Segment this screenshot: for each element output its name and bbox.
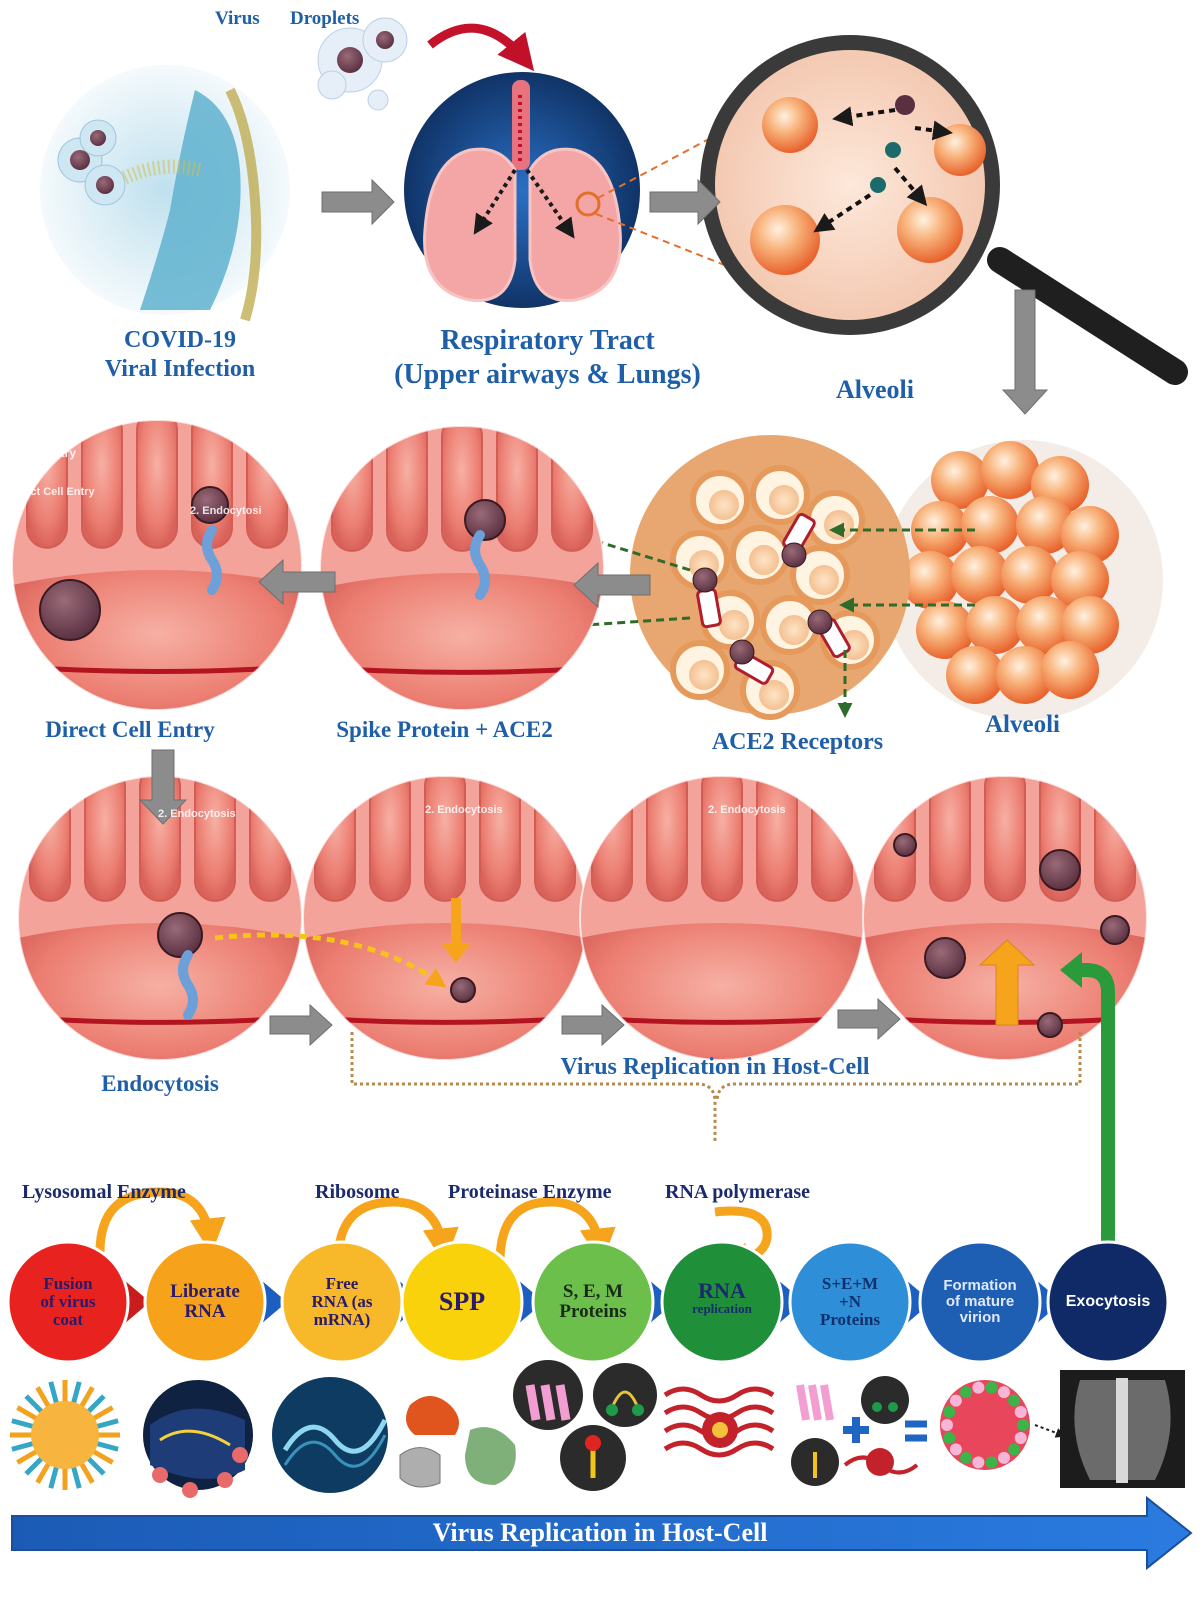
step-label-6-line-1: +N — [790, 1293, 910, 1311]
step-label-1-line-0: Liberate — [145, 1282, 265, 1302]
step-label-3-line-0: SPP — [402, 1288, 522, 1315]
arrow-down-alveoli — [1003, 290, 1047, 414]
step-label-2: FreeRNA (asmRNA) — [282, 1275, 402, 1329]
inhale-arrow — [430, 28, 525, 60]
virus-icon — [465, 500, 505, 540]
mature-virion-icon — [940, 1380, 1062, 1470]
step-label-0-line-1: of virus — [8, 1293, 128, 1311]
inset-text-endo-mid: 2. Endocytosi — [190, 505, 262, 518]
step-label-7-line-2: virion — [920, 1310, 1040, 1326]
arrow-row3-1 — [270, 1005, 332, 1045]
step-label-2-line-1: RNA (as — [282, 1293, 402, 1311]
alveoli-cluster-detail — [883, 440, 1163, 720]
droplets-label-virus: Virus — [215, 8, 260, 31]
step-label-5-line-1: replication — [662, 1302, 782, 1316]
virus-icon — [10, 1380, 120, 1490]
bottom-arrow-label: Virus Replication in Host-Cell — [200, 1517, 1000, 1548]
virus-icon — [1101, 916, 1129, 944]
ribosome-icon — [400, 1396, 516, 1487]
inset-text-row3-1: 2. Endocytosis — [158, 808, 236, 821]
endocytosis-label: Endocytosis — [80, 1070, 240, 1098]
inset-text-direct: rect Cell Entry — [20, 486, 95, 499]
alveolus-8 — [951, 546, 1009, 604]
magnifier-icon — [700, 35, 1175, 372]
respiratory-label: Respiratory Tract (Upper airways & Lungs… — [370, 324, 725, 391]
lung-icon — [404, 72, 640, 308]
rna-replication-icon — [665, 1389, 773, 1455]
virus-cross-section-icon — [143, 1380, 253, 1498]
respiratory-label-line1: Respiratory Tract — [370, 324, 725, 358]
enzyme-proteinase: Proteinase Enzyme — [448, 1180, 612, 1204]
protein-icons — [513, 1360, 657, 1491]
alveolus-4 — [961, 496, 1019, 554]
virus-icon — [925, 938, 965, 978]
xray-icon — [1060, 1370, 1185, 1488]
step-label-6-line-0: S+E+M — [790, 1275, 910, 1293]
step-label-7-line-0: Formation — [920, 1278, 1040, 1294]
step-label-0-line-2: coat — [8, 1311, 128, 1329]
alveolus-17 — [1041, 641, 1099, 699]
step-label-1: LiberateRNA — [145, 1282, 265, 1322]
enzyme-lysosomal: Lysosomal Enzyme — [22, 1180, 186, 1204]
virus-icon — [1040, 850, 1080, 890]
droplets-label-droplets: Droplets — [290, 8, 359, 31]
step-label-8: Exocytosis — [1048, 1294, 1168, 1311]
alveoli-top-label: Alveoli — [815, 374, 935, 405]
virus-icon — [1038, 1013, 1062, 1037]
step-label-5-line-0: RNA — [662, 1279, 782, 1302]
assembly-icons — [791, 1376, 927, 1486]
alveolus-9 — [1001, 546, 1059, 604]
inset-text-row3-3: 2. Endocytosis — [708, 804, 786, 817]
infection-label: COVID-19 Viral Infection — [70, 326, 290, 384]
step-label-2-line-2: mRNA) — [282, 1311, 402, 1329]
virus-icon — [894, 834, 916, 856]
arrow-infection-to-lungs — [322, 180, 394, 224]
replication-label: Virus Replication in Host-Cell — [530, 1053, 900, 1082]
arrow-row3-3 — [838, 999, 900, 1039]
tissue-spike-ace2 — [320, 416, 604, 730]
step-label-0-line-0: Fusion — [8, 1275, 128, 1293]
virus-icon — [451, 978, 475, 1002]
step-label-1-line-1: RNA — [145, 1302, 265, 1322]
step-label-6-line-2: Proteins — [790, 1311, 910, 1329]
enzyme-ribosome: Ribosome — [315, 1180, 399, 1204]
step-label-7-line-1: of mature — [920, 1294, 1040, 1310]
virus-icon — [40, 580, 100, 640]
infection-label-line1: COVID-19 — [70, 326, 290, 355]
virus-droplets-illustration — [318, 18, 407, 110]
step-label-2-line-0: Free — [282, 1275, 402, 1293]
respiratory-label-line2: (Upper airways & Lungs) — [370, 358, 725, 392]
rna-strand-icon — [272, 1377, 388, 1493]
ace2-honeycomb — [630, 435, 910, 717]
enzyme-polymerase: RNA polymerase — [665, 1180, 810, 1204]
step-label-3: SPP — [402, 1288, 522, 1315]
inset-text-row3-2: 2. Endocytosis — [425, 804, 503, 817]
infection-illustration — [40, 65, 290, 320]
step-label-4-line-1: Proteins — [533, 1302, 653, 1322]
direct-entry-label: Direct Cell Entry — [25, 716, 235, 744]
infection-label-line2: Viral Infection — [70, 355, 290, 384]
alveolus-15 — [946, 646, 1004, 704]
spike-ace2-label: Spike Protein + ACE2 — [312, 716, 577, 744]
virus-icon — [158, 913, 202, 957]
ace2-receptors-label: ACE2 Receptors — [680, 728, 915, 757]
step-label-4-line-0: S, E, M — [533, 1282, 653, 1302]
step-label-8-line-0: Exocytosis — [1048, 1294, 1168, 1311]
inset-text-entry: n of Entry — [20, 446, 76, 460]
alveoli-middle-label: Alveoli — [965, 710, 1080, 740]
alveolus-1 — [981, 441, 1039, 499]
